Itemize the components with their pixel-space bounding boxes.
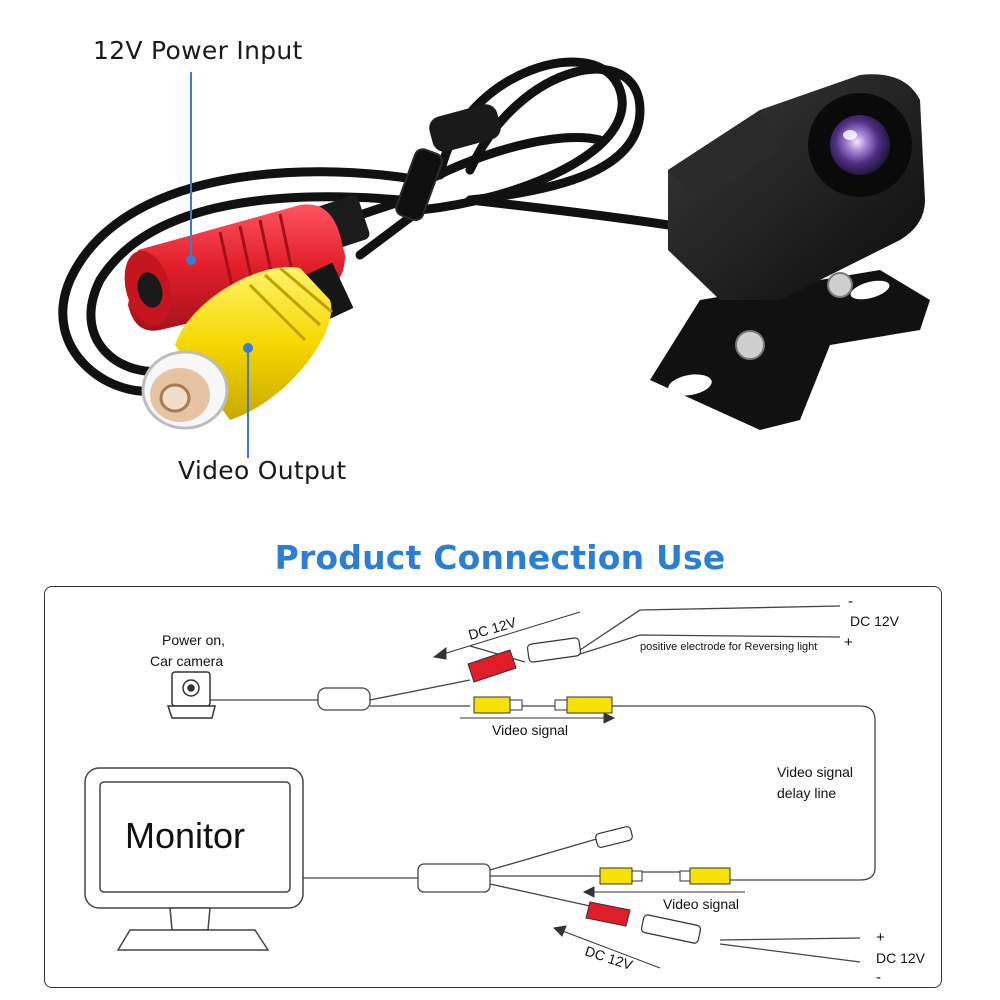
diagram-camera-icon (166, 671, 216, 719)
cable-inline-connector (429, 104, 501, 152)
top-plus-sign: + (844, 634, 853, 651)
bottom-yellow-rca-plug-left (599, 867, 643, 885)
bottom-yellow-rca-plug-right (679, 867, 731, 885)
top-dc-arrow (432, 611, 581, 660)
video-output-label: Video Output (178, 456, 347, 485)
bottom-junction-connector (417, 863, 491, 893)
top-dc-male-plug (526, 637, 582, 663)
section-title: Product Connection Use (274, 538, 726, 577)
monitor-icon (84, 767, 304, 951)
top-video-arrow (460, 712, 616, 724)
cable-tie (395, 148, 443, 222)
video-callout-line (243, 343, 253, 458)
bottom-dc-arrow (552, 925, 661, 969)
bottom-video-arrow (582, 886, 745, 898)
monitor-label: Monitor (125, 815, 245, 856)
camera-label-line2: Car camera (150, 653, 223, 669)
yellow-rca-connector (141, 262, 354, 430)
top-dc-terminal-label: DC 12V (850, 613, 900, 629)
top-minus-sign: - (848, 593, 853, 610)
connection-diagram-frame (44, 586, 942, 988)
camera-icon (650, 74, 930, 430)
top-red-dc-plug (467, 649, 517, 683)
top-yellow-rca-plug-left (473, 696, 523, 714)
reversing-light-label: positive electrode for Reversing light (640, 641, 817, 653)
bottom-plus-sign: + (876, 929, 885, 946)
bottom-dc-arrow-label: DC 12V (583, 943, 635, 974)
power-callout-line (186, 72, 196, 265)
bottom-red-dc-plug (585, 901, 631, 927)
bottom-minus-sign: - (876, 969, 881, 986)
bottom-dc-terminal-label: DC 12V (876, 950, 926, 966)
delay-line-label-2: delay line (777, 785, 836, 801)
top-yellow-rca-plug-right (554, 696, 613, 714)
delay-line-label-1: Video signal (777, 764, 853, 780)
video-signal-bottom-label: Video signal (663, 896, 739, 912)
bottom-dc-male-plug (595, 826, 633, 848)
power-input-label: 12V Power Input (93, 36, 303, 65)
camera-label-line1: Power on, (162, 632, 225, 648)
product-photo (58, 57, 930, 458)
bottom-dc-male-plug-2 (640, 914, 702, 944)
top-junction-connector (317, 687, 371, 711)
video-signal-top-label: Video signal (492, 722, 568, 738)
